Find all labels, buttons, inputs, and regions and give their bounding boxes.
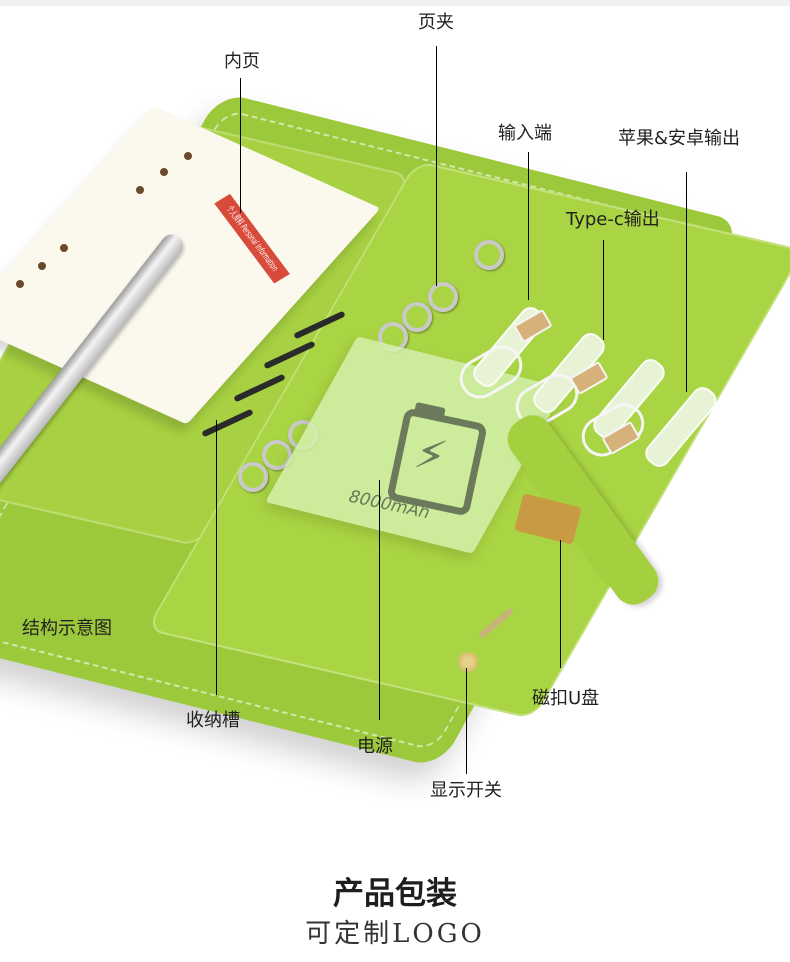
label-input-port: 输入端: [498, 123, 552, 144]
label-display-switch: 显示开关: [430, 780, 502, 801]
binder-hole: [16, 280, 24, 288]
leader-line: [466, 668, 467, 774]
binder-ring: [474, 240, 504, 270]
power-switch: [458, 652, 478, 672]
label-inner-page: 内页: [224, 51, 260, 72]
leader-line: [528, 152, 529, 300]
label-power-bank: 电源: [357, 736, 393, 757]
binder-ring: [428, 282, 458, 312]
leader-line: [379, 480, 380, 720]
leader-line: [436, 46, 437, 286]
label-page-clip: 页夹: [418, 12, 454, 33]
top-bar: [0, 0, 790, 6]
label-structure-diagram: 结构示意图: [22, 618, 112, 639]
binder-ring: [238, 462, 268, 492]
binder-hole: [184, 152, 192, 160]
leader-line: [686, 172, 687, 392]
label-apple-android-output: 苹果&安卓输出: [618, 128, 741, 149]
leader-line: [216, 420, 217, 695]
footer-title: 产品包装: [333, 876, 457, 912]
footer-subtitle: 可定制LOGO: [305, 919, 485, 949]
leader-line: [603, 240, 604, 340]
binder-hole: [38, 262, 46, 270]
binder-hole: [136, 186, 144, 194]
binder-ring: [402, 302, 432, 332]
binder-hole: [60, 244, 68, 252]
leader-line: [240, 78, 241, 213]
label-typec-output: Type-c输出: [566, 209, 660, 230]
label-storage-slot: 收纳槽: [186, 710, 240, 731]
label-magnetic-usb: 磁扣U盘: [532, 688, 600, 709]
leader-line: [560, 540, 561, 668]
sheet-title: 个人资料 Personal Information: [214, 193, 290, 284]
binder-hole: [160, 168, 168, 176]
